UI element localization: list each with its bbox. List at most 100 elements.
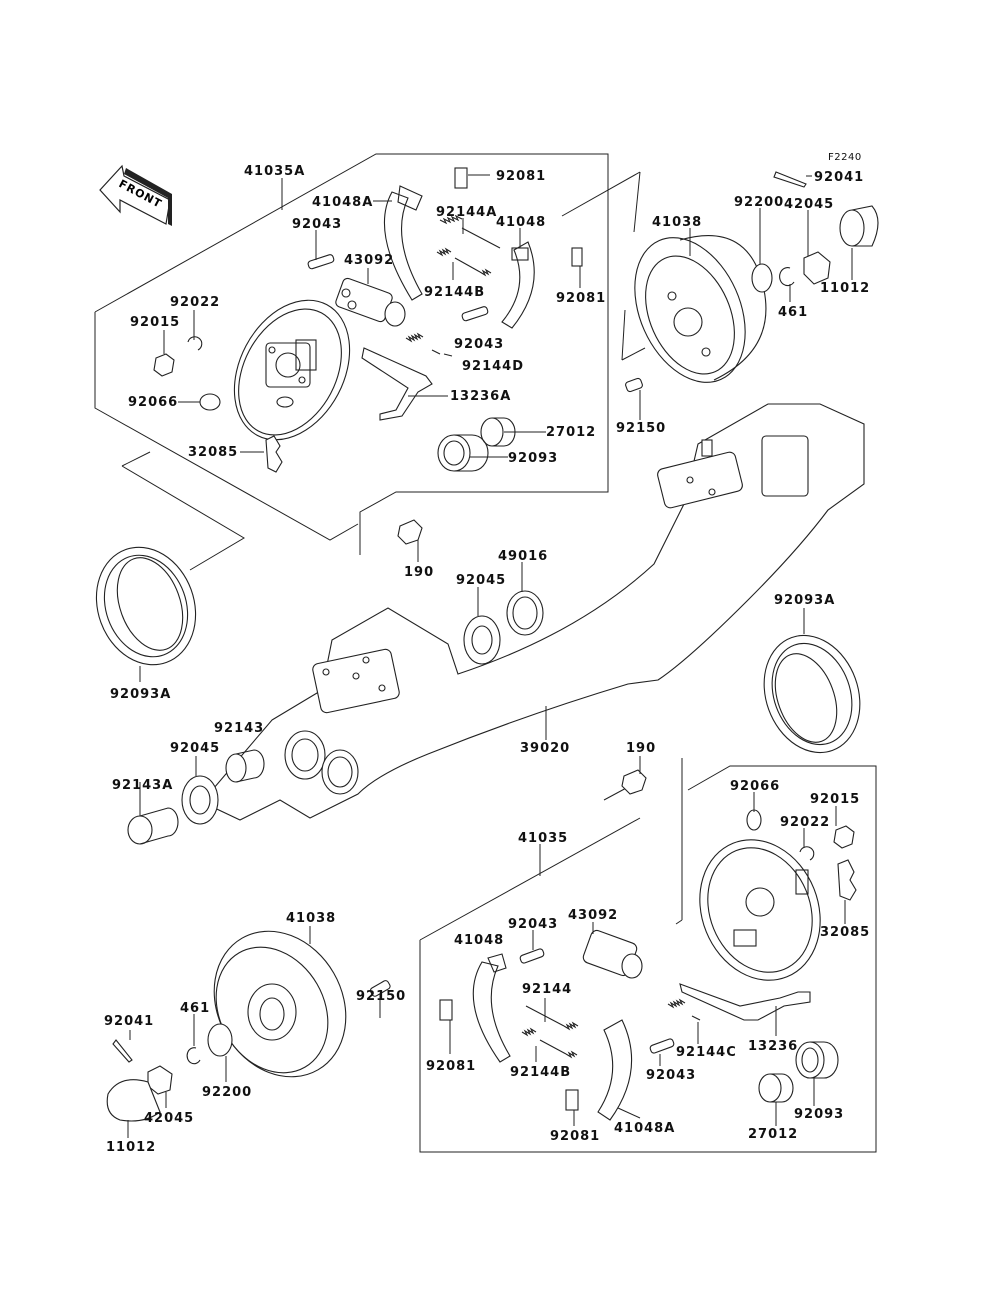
bushing-27012-bot	[758, 1073, 794, 1103]
part-label: 92022	[170, 295, 220, 310]
spring-92144	[525, 1005, 579, 1031]
part-label: 92144C	[676, 1045, 737, 1060]
part-label: 92093A	[110, 687, 171, 702]
spring-92144A	[439, 214, 501, 249]
breather-190-bot	[621, 769, 647, 795]
part-label: 41038	[286, 911, 336, 926]
part-label: 92144A	[436, 205, 497, 220]
part-label: 461	[778, 305, 808, 320]
spring-92144B-top	[436, 247, 492, 277]
oil-seal-49016	[506, 590, 544, 636]
part-label: 92081	[426, 1059, 476, 1074]
part-label: 92041	[814, 170, 864, 185]
seal-92093-top	[437, 434, 489, 472]
clip-92081-top2	[571, 247, 583, 267]
part-label: 92144	[522, 982, 572, 997]
wheel-cylinder-top	[335, 277, 406, 327]
part-label: 49016	[498, 549, 548, 564]
cotter-pin-92041-bot	[112, 1039, 133, 1063]
nut-92015-bot	[833, 825, 855, 849]
bearing-92045-mid	[463, 615, 501, 665]
seal-92093A-left	[95, 546, 197, 666]
part-label: 92041	[104, 1014, 154, 1029]
leader-lines	[127, 174, 853, 1138]
clip-92081-top1	[454, 167, 468, 189]
part-label: 41035A	[244, 164, 305, 179]
washer-92022-bot	[799, 846, 815, 861]
part-label: 92081	[496, 169, 546, 184]
pin-92043-bot1	[519, 948, 545, 964]
clip-92081-bot2	[565, 1089, 579, 1111]
seal-92093-bot	[795, 1041, 839, 1079]
part-label: 43092	[568, 908, 618, 923]
diagram-code: F2240	[828, 152, 862, 163]
part-label: 92081	[556, 291, 606, 306]
clip-32085-top	[265, 435, 283, 473]
part-label: 42045	[144, 1111, 194, 1126]
pin-92043-top2	[461, 306, 489, 322]
part-label: 42045	[784, 197, 834, 212]
part-label: 190	[404, 565, 434, 580]
part-label: 11012	[820, 281, 870, 296]
cotter-pin-92041-top	[773, 171, 807, 188]
part-label: 92045	[456, 573, 506, 588]
part-label: 32085	[820, 925, 870, 940]
part-label: 41048A	[312, 195, 373, 210]
brake-shoe-41048-top	[501, 241, 535, 329]
bolt-92150-bot	[369, 980, 391, 997]
part-label: 92144B	[510, 1065, 571, 1080]
part-label: 92066	[730, 779, 780, 794]
part-label: 92081	[550, 1129, 600, 1144]
group-frame-41035A	[94, 153, 646, 571]
part-label: 92015	[810, 792, 860, 807]
plug-92066-top	[199, 393, 221, 411]
clip-92081-bot1	[439, 999, 453, 1021]
lockwasher-461-bot	[186, 1047, 201, 1065]
part-label: 92043	[508, 917, 558, 932]
spring-92144C	[667, 998, 701, 1021]
part-label: 92150	[356, 989, 406, 1004]
part-label: 27012	[748, 1127, 798, 1142]
part-label: 92144B	[424, 285, 485, 300]
pin-92043-bot2	[649, 1038, 675, 1054]
axle-housing-39020	[201, 403, 865, 821]
wheel-cylinder-bot	[582, 929, 643, 979]
part-label: 92093A	[774, 593, 835, 608]
part-label: 92043	[292, 217, 342, 232]
brake-drum-41038-top	[634, 235, 767, 383]
part-label: 13236	[748, 1039, 798, 1054]
backing-plate-top	[233, 299, 351, 441]
lockwasher-461-top	[779, 267, 795, 287]
part-label: 39020	[520, 741, 570, 756]
washer-92200-top	[751, 263, 773, 293]
washer-92200-bot	[207, 1023, 233, 1057]
part-label: 27012	[546, 425, 596, 440]
nut-92015-top	[153, 353, 175, 377]
bolt-92150-top	[625, 377, 643, 393]
brake-drum-41038-bot	[213, 930, 347, 1078]
part-label: 13236A	[450, 389, 511, 404]
brake-shoe-41048A-top	[383, 185, 423, 301]
part-label: 461	[180, 1001, 210, 1016]
part-label: 41038	[652, 215, 702, 230]
part-label: 11012	[106, 1140, 156, 1155]
part-label: 92093	[508, 451, 558, 466]
bushing-92143	[225, 749, 265, 783]
part-label: 92045	[170, 741, 220, 756]
part-label: 190	[626, 741, 656, 756]
backing-plate-bot	[699, 839, 821, 981]
part-label: 92043	[454, 337, 504, 352]
part-label: 41048	[454, 933, 504, 948]
part-label: 92143	[214, 721, 264, 736]
part-label: 92066	[128, 395, 178, 410]
washer-92022-top	[187, 336, 203, 351]
part-labels: 41035A 41048A 92081 92043 92144A 41048 4…	[104, 164, 870, 1155]
part-label: 92043	[646, 1068, 696, 1083]
part-label: 92093	[794, 1107, 844, 1122]
part-label: 92200	[202, 1085, 252, 1100]
part-label: 32085	[188, 445, 238, 460]
lever-13236A	[361, 347, 433, 421]
part-label: 92015	[130, 315, 180, 330]
spring-92144D	[405, 332, 441, 355]
